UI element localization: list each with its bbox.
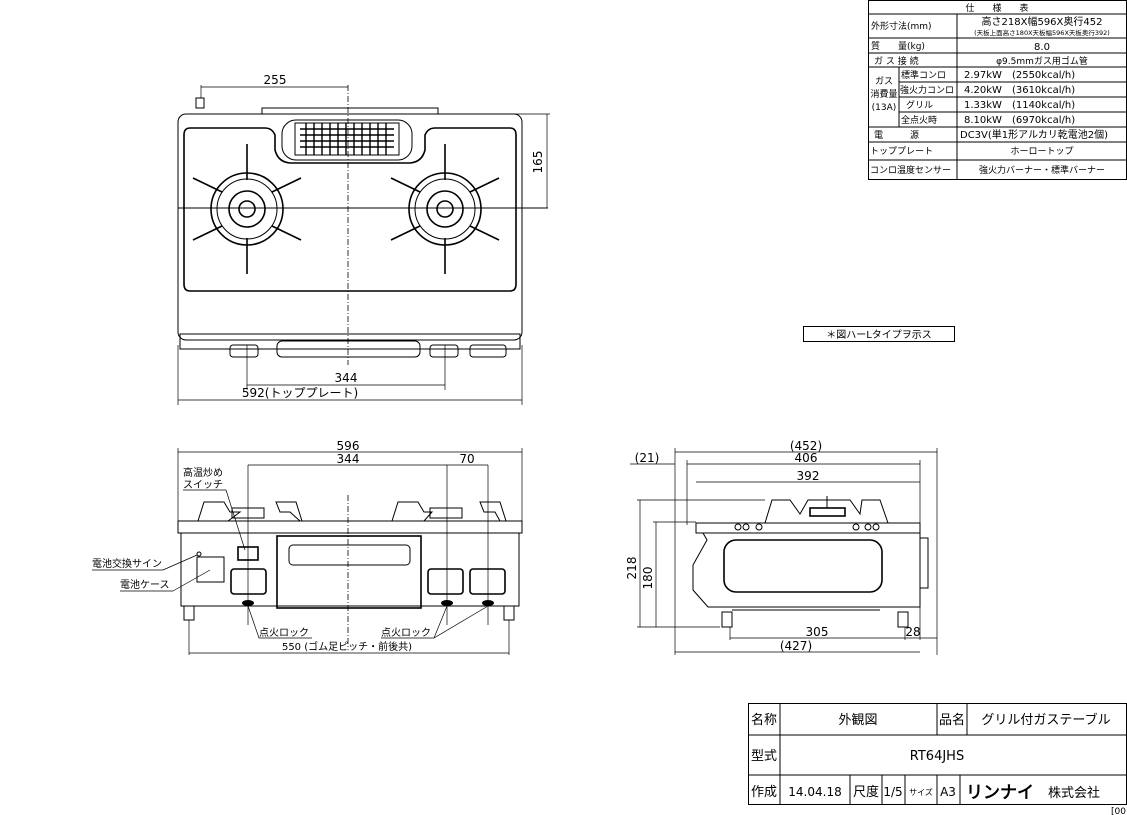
spec-label-high-power-burner: 強火力コンロ (900, 84, 954, 96)
spec-table: 仕 様 表 外形寸法(mm) 高さ218X幅596X奥行452 (天板上面高さ1… (868, 0, 1127, 180)
battery-sign-indicator-icon (196, 551, 202, 557)
dim-218: 218 (625, 557, 639, 580)
label-high-temp-switch-1: 高温炒め (183, 466, 223, 479)
title-block: 名称 外観図 品名 グリル付ガステーブル 型式 RT64JHS 作成 14.04… (748, 703, 1127, 815)
left-burner-icon (192, 144, 302, 274)
title-model-label: 型式 (751, 749, 777, 764)
dim-165: 165 (531, 151, 545, 174)
title-scale-label: 尺度 (853, 784, 879, 800)
company-logo: リンナイ (966, 783, 1034, 803)
spec-label-power: 電 源 (874, 130, 919, 141)
spec-value-temp-sensor: 強火力バーナー・標準バーナー (979, 164, 1105, 176)
dim-344-front: 344 (337, 452, 360, 466)
top-view: 255 165 344 592(トッププレート) (177, 73, 550, 405)
title-product-label: 品名 (939, 712, 965, 728)
label-battery-case: 電池ケース (120, 578, 170, 591)
spec-value-weight: 8.0 (1034, 42, 1050, 53)
dim-21: (21) (635, 451, 660, 465)
dim-592: 592(トッププレート) (242, 386, 358, 400)
label-high-temp-switch-2: スイッチ (183, 479, 223, 491)
spec-label-gas-connection: ガ ス 接 続 (874, 55, 919, 67)
spec-value-high-power-burner: 4.20kW (3610kcal/h) (964, 85, 1075, 96)
dim-406: 406 (795, 451, 818, 465)
title-created-label: 作成 (751, 785, 777, 800)
dim-28: 28 (905, 625, 920, 639)
spec-value-dimensions: 高さ218X幅596X奥行452 (982, 15, 1103, 28)
dim-344-top: 344 (335, 371, 358, 385)
title-scale-value: 1/5 (883, 785, 902, 799)
dim-255: 255 (264, 73, 287, 87)
title-name-value: 外観図 (838, 713, 877, 728)
title-created-date: 14.04.18 (788, 785, 841, 799)
dim-70: 70 (459, 452, 474, 466)
spec-table-title: 仕 様 表 (965, 2, 1028, 14)
spec-gas-group-label-3: (13A) (872, 103, 897, 113)
front-view: 596 344 70 550 (ゴム足ピッチ・前後共) 高温炒め スイッチ (92, 439, 523, 655)
dim-550: 550 (ゴム足ピッチ・前後共) (282, 640, 412, 653)
title-size-label: サイズ (909, 787, 933, 797)
dim-596: 596 (337, 439, 360, 453)
title-model-value: RT64JHS (910, 749, 964, 764)
spec-label-all-on: 全点火時 (901, 114, 937, 126)
gas-inlet-icon (195, 97, 205, 109)
dim-180: 180 (641, 567, 655, 590)
spec-value-power: DC3V(単1形アルカリ乾電池2個) (960, 128, 1108, 141)
corner-code: [00 (1111, 807, 1126, 815)
label-ignition-lock-left: 点火ロック (259, 627, 309, 639)
spec-value-all-on: 8.10kW (6970kcal/h) (964, 115, 1075, 126)
spec-label-temp-sensor: コンロ温度センサー (870, 164, 951, 176)
spec-value-top-plate: ホーロートップ (1010, 146, 1073, 157)
side-view: (452) (21) 406 392 218 180 305 2 (625, 439, 938, 655)
spec-value-standard-burner: 2.97kW (2550kcal/h) (964, 70, 1075, 81)
dim-305: 305 (806, 625, 829, 639)
title-name-label: 名称 (751, 712, 777, 728)
high-temp-switch-icon (237, 546, 259, 561)
spec-label-top-plate: トッププレート (870, 146, 933, 157)
dim-452: (452) (790, 439, 822, 453)
spec-gas-group-label-2: 消費量 (870, 88, 897, 100)
dim-392: 392 (797, 469, 820, 483)
title-size-value: A3 (940, 785, 956, 799)
title-product-value: グリル付ガステーブル (981, 712, 1110, 728)
spec-value-grill: 1.33kW (1140kcal/h) (964, 100, 1075, 111)
company-suffix: 株式会社 (1048, 785, 1100, 801)
spec-label-dimensions: 外形寸法(mm) (871, 20, 932, 32)
label-battery-sign: 電池交換サイン (92, 557, 162, 570)
spec-value-dimensions-sub: (天板上面高さ180X天板幅596X天板奥行392) (974, 28, 1110, 37)
grill-vent-icon (294, 122, 400, 156)
spec-gas-group-label-1: ガス (875, 76, 893, 87)
type-note: ＊図ハーLタイプヲ示ス (803, 326, 955, 342)
svg-text:＊図ハーLタイプヲ示ス: ＊図ハーLタイプヲ示ス (826, 329, 932, 341)
spec-value-gas-connection: φ9.5mmガス用ゴム管 (996, 55, 1088, 67)
right-burner-icon (390, 144, 500, 274)
dim-427: (427) (780, 639, 812, 653)
label-ignition-lock-right: 点火ロック (381, 627, 431, 639)
spec-label-grill: グリル (906, 99, 933, 111)
spec-label-standard-burner: 標準コンロ (901, 69, 946, 81)
spec-label-weight: 質 量(kg) (871, 40, 925, 52)
